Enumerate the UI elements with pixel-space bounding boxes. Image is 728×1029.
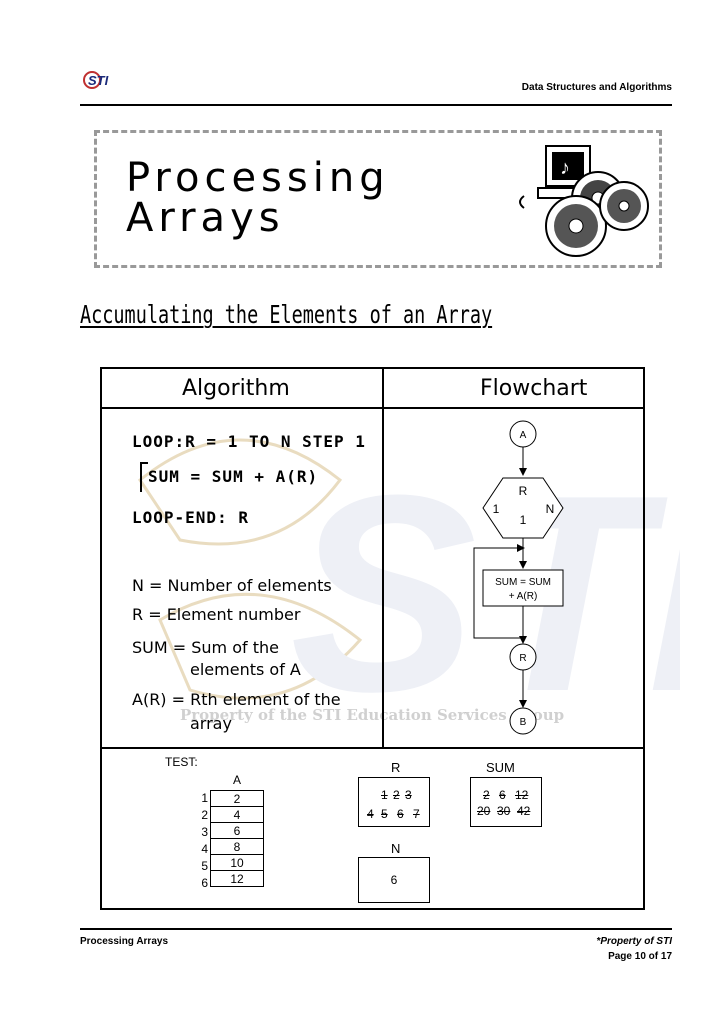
array-cell: 12 bbox=[210, 870, 264, 887]
start-connector-label: A bbox=[520, 430, 527, 441]
sum-trace-label: SUM bbox=[486, 760, 515, 775]
footer-left: Processing Arrays bbox=[80, 936, 169, 947]
flowchart-diagram: A R 1 N 1 SUM = SUM + A(R) R B bbox=[473, 420, 564, 735]
flowchart-header: Flowchart bbox=[480, 376, 588, 401]
footer-property: *Property of STI bbox=[596, 936, 672, 947]
array-cell: 6 bbox=[210, 822, 264, 839]
end-connector-label: B bbox=[520, 717, 527, 728]
code-line-end: LOOP-END: R bbox=[132, 508, 249, 527]
array-cell: 2 bbox=[210, 790, 264, 807]
r-trace-value: 3 bbox=[405, 788, 412, 802]
loop-from-label: 1 bbox=[493, 502, 500, 516]
array-index: 4 bbox=[201, 842, 208, 856]
array-index: 3 bbox=[201, 825, 208, 839]
legend-sum-2: elements of A bbox=[190, 660, 301, 679]
process-line-1: SUM = SUM bbox=[495, 577, 551, 588]
n-box: 6 bbox=[358, 857, 430, 903]
n-label: N bbox=[391, 841, 401, 856]
r-trace-value: 5 bbox=[381, 807, 388, 821]
legend-n: N = Number of elements bbox=[132, 576, 332, 595]
code-bracket bbox=[140, 462, 142, 492]
sum-trace-value: 12 bbox=[515, 788, 529, 802]
svg-text:STI: STI bbox=[88, 73, 109, 88]
code-bracket-top bbox=[140, 462, 148, 464]
array-index: 5 bbox=[201, 859, 208, 873]
test-label: TEST: bbox=[165, 755, 198, 769]
header-divider bbox=[80, 104, 672, 106]
r-trace-value: 1 bbox=[381, 788, 388, 802]
n-value: 6 bbox=[390, 873, 398, 887]
course-title: Data Structures and Algorithms bbox=[521, 82, 672, 93]
array-index: 2 bbox=[201, 808, 208, 822]
title-line-2: Arrays bbox=[126, 195, 285, 241]
r-trace-label: R bbox=[391, 760, 401, 775]
loop-to-label: N bbox=[546, 502, 555, 516]
process-box bbox=[482, 569, 564, 607]
footer-page-number: Page 10 of 17 bbox=[608, 951, 672, 962]
watermark-text: Property of the STI Education Services G… bbox=[180, 706, 565, 724]
title-box bbox=[94, 130, 662, 268]
array-a-cells: 2 4 6 8 10 12 bbox=[210, 790, 264, 887]
loop-end-connector-label: R bbox=[519, 653, 526, 664]
table-test-divider bbox=[100, 747, 645, 749]
array-a-label: A bbox=[232, 773, 241, 787]
computer-cd-clipart: ♪ bbox=[519, 145, 649, 257]
r-trace-value: 2 bbox=[393, 788, 400, 802]
algorithm-header: Algorithm bbox=[182, 376, 290, 401]
legend-ar-2: array bbox=[190, 714, 232, 733]
r-trace-box: 1 2 3 4 5 6 7 bbox=[358, 777, 430, 827]
page-title: Processing Arrays bbox=[126, 158, 390, 238]
array-cell: 10 bbox=[210, 854, 264, 871]
footer-divider bbox=[80, 928, 672, 930]
sum-trace-box: 2 6 12 20 30 42 bbox=[470, 777, 542, 827]
sum-trace-value: 42 bbox=[517, 804, 531, 818]
array-index: 6 bbox=[201, 876, 208, 890]
sti-logo: STI bbox=[83, 71, 109, 89]
code-line-loop: LOOP:R = 1 TO N STEP 1 bbox=[132, 432, 366, 451]
end-connector bbox=[509, 707, 537, 735]
section-heading: Accumulating the Elements of an Array bbox=[80, 300, 493, 329]
svg-text:♪: ♪ bbox=[560, 157, 570, 179]
title-line-1: Processing bbox=[126, 155, 390, 201]
r-trace-value: 6 bbox=[397, 807, 404, 821]
table-column-divider bbox=[382, 367, 384, 749]
r-trace-value: 4 bbox=[367, 807, 374, 821]
process-line-2: + A(R) bbox=[509, 591, 538, 602]
array-index-column: 1 2 3 4 5 6 bbox=[192, 791, 208, 893]
code-line-sum: SUM = SUM + A(R) bbox=[148, 467, 319, 486]
legend-sum-1: SUM = Sum of the bbox=[132, 638, 279, 657]
array-cell: 8 bbox=[210, 838, 264, 855]
array-cell: 4 bbox=[210, 806, 264, 823]
array-index: 1 bbox=[201, 791, 208, 805]
sum-trace-value: 2 bbox=[483, 788, 490, 802]
sum-trace-value: 6 bbox=[499, 788, 506, 802]
sum-trace-value: 30 bbox=[497, 804, 511, 818]
loop-hexagon bbox=[482, 477, 564, 539]
table-header-divider bbox=[100, 407, 645, 409]
loop-var-label: R bbox=[519, 484, 528, 498]
algorithm-table bbox=[100, 367, 645, 910]
legend-r: R = Element number bbox=[132, 605, 301, 624]
sum-trace-value: 20 bbox=[477, 804, 491, 818]
loop-step-label: 1 bbox=[520, 513, 527, 527]
r-trace-value: 7 bbox=[413, 807, 420, 821]
legend-ar-1: A(R) = Rth element of the bbox=[132, 690, 341, 709]
